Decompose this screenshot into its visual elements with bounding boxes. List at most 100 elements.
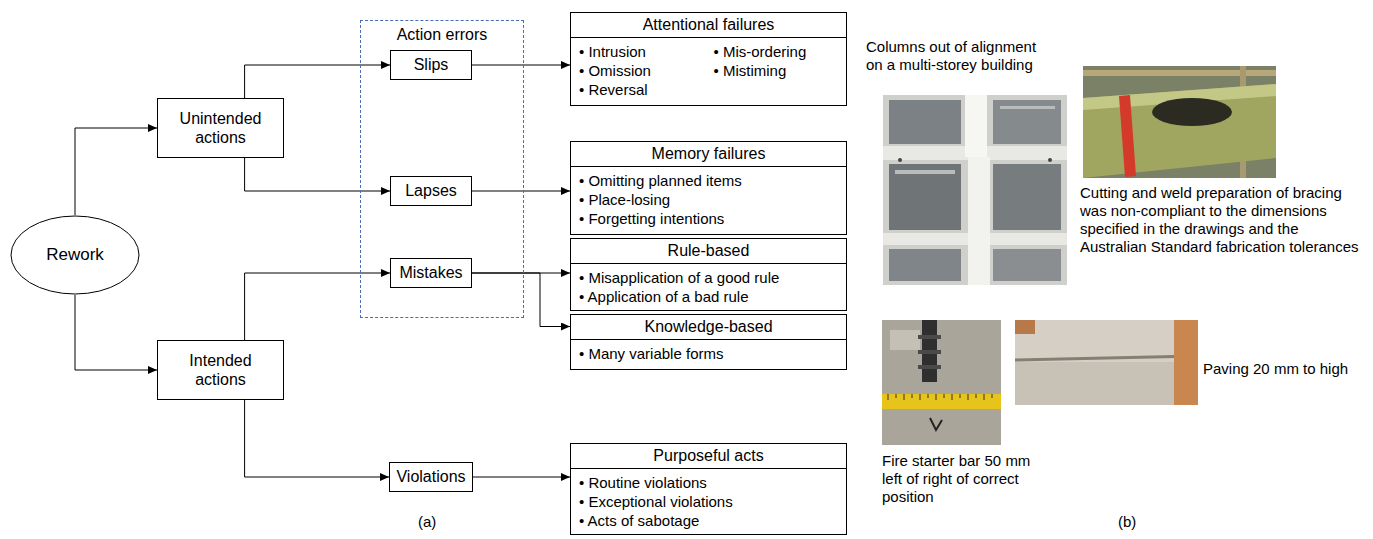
tape-measure: [882, 394, 1001, 409]
paving-step: [1015, 356, 1198, 360]
header-text: Memory failures: [652, 145, 766, 163]
bracing-pipe: [1083, 84, 1276, 178]
header-cell: Purposeful acts: [571, 444, 846, 469]
panel-label: (b): [1118, 513, 1158, 531]
category-box: Mistakes: [390, 258, 472, 288]
reflection: [1000, 106, 1055, 109]
paving-lower: [1015, 362, 1198, 405]
header-text: Knowledge-based: [644, 318, 772, 336]
bullet-item: • Many variable forms: [579, 344, 838, 363]
paving-photo: [1015, 320, 1198, 405]
panel-label: (a): [418, 513, 458, 531]
bullet-item: • Mis-ordering: [714, 42, 839, 61]
ellipse-outline: [11, 216, 139, 294]
window-pane: [993, 164, 1061, 230]
column: [965, 95, 987, 157]
bolt: [898, 158, 902, 162]
header-cell: Attentional failures: [571, 13, 846, 38]
scaffold: [1083, 70, 1276, 76]
connector-arrow: [245, 400, 389, 477]
header-text: Attentional failures: [643, 16, 775, 34]
window-pane: [993, 100, 1061, 144]
bullet-item: • Exceptional violations: [579, 492, 838, 511]
group-title: Action errors: [361, 26, 523, 44]
starter-bar-photo: [882, 320, 1001, 445]
bullet-item: • Place-losing: [579, 190, 838, 209]
bullet-item: • Routine violations: [579, 473, 838, 492]
connector-arrow: [75, 128, 157, 215]
node-text: Mistakes: [399, 263, 462, 282]
process-box: Unintended actions: [157, 98, 284, 158]
connector-arrow: [245, 65, 390, 98]
tape-ticks: [888, 394, 992, 400]
node-text: Violations: [396, 467, 465, 486]
timber-block: [1174, 320, 1198, 405]
node-text: Slips: [414, 55, 449, 74]
bullet-item: • Acts of sabotage: [579, 511, 838, 530]
bullet-item: • Mistiming: [714, 61, 839, 80]
cut-opening: [1152, 98, 1232, 126]
photo-caption: Paving 20 mm to high: [1203, 360, 1368, 378]
column: [968, 157, 990, 285]
header-text: Rule-based: [668, 242, 750, 260]
header-cell: Rule-based: [571, 239, 846, 264]
photo-ground: [1015, 320, 1198, 405]
node-text: Unintended actions: [163, 109, 278, 147]
photo-caption: Cutting and weld preparation of bracing …: [1080, 184, 1366, 256]
bullet-item: • Omitting planned items: [579, 171, 838, 190]
bar-rib: [918, 350, 941, 354]
photo-ground: [883, 95, 1067, 285]
detail-box: Knowledge-based • Many variable forms: [570, 314, 847, 370]
bar-rib: [918, 335, 941, 339]
group-box: Action errorsSlipsLapsesMistakes: [360, 20, 524, 318]
photo-ground: [882, 320, 1001, 445]
connector-arrow: [245, 273, 390, 340]
bullet-list: • Omitting planned items• Place-losing• …: [571, 167, 846, 232]
bullet-list: • Routine violations• Exceptional violat…: [571, 469, 846, 534]
rework-ellipse: Rework: [10, 215, 140, 295]
detail-box: Rule-based • Misapplication of a good rul…: [570, 238, 847, 311]
window-pane: [889, 100, 961, 144]
bar-rib: [918, 365, 941, 369]
detail-box: Attentional failures • Intrusion • Mis-ord…: [570, 12, 847, 106]
node-text: Intended actions: [163, 351, 278, 389]
header-cell: Knowledge-based: [571, 315, 846, 340]
category-box: Violations: [389, 462, 473, 492]
window-pane: [993, 249, 1061, 281]
bullet-item: • Forgetting intentions: [579, 209, 838, 228]
bullet-item: • Intrusion: [579, 42, 704, 61]
header-text: Purposeful acts: [653, 447, 763, 465]
connector-arrow: [472, 191, 570, 192]
connector-arrow: [75, 295, 157, 370]
window-pane: [889, 249, 961, 281]
connector-arrow: [245, 158, 390, 191]
connector-arrow: [472, 65, 570, 66]
header-cell: Memory failures: [571, 142, 846, 167]
category-box: Slips: [390, 50, 472, 80]
bullet-item: • Reversal: [579, 80, 704, 99]
connector-arrow: [472, 273, 570, 327]
chalk-mark: [930, 418, 942, 430]
bolt: [1048, 158, 1052, 162]
photo-caption: Fire starter bar 50 mm left of right of …: [882, 452, 1038, 506]
connector-arrow: [473, 477, 570, 478]
bullet-item: • Application of a bad rule: [579, 287, 838, 306]
window-pane: [889, 164, 961, 230]
process-box: Intended actions: [157, 340, 284, 400]
photo-ground: [1083, 66, 1276, 178]
bullet-list: • Intrusion• Mis-ordering• Omission• Mis…: [571, 38, 846, 103]
reflection: [895, 170, 955, 174]
detail-box: Purposeful acts • Routine violations• Exc…: [570, 443, 847, 535]
node-text: Lapses: [405, 181, 457, 200]
bullet-list: • Many variable forms: [571, 340, 846, 367]
bullet-item: • Misapplication of a good rule: [579, 268, 838, 287]
photo-caption: Columns out of alignment on a multi-stor…: [866, 38, 1056, 74]
detail-box: Memory failures• Omitting planned items•…: [570, 141, 847, 235]
weld-photo: [1083, 66, 1276, 178]
category-box: Lapses: [390, 176, 472, 206]
timber-corner: [1015, 320, 1035, 334]
column-photo: [883, 95, 1067, 285]
